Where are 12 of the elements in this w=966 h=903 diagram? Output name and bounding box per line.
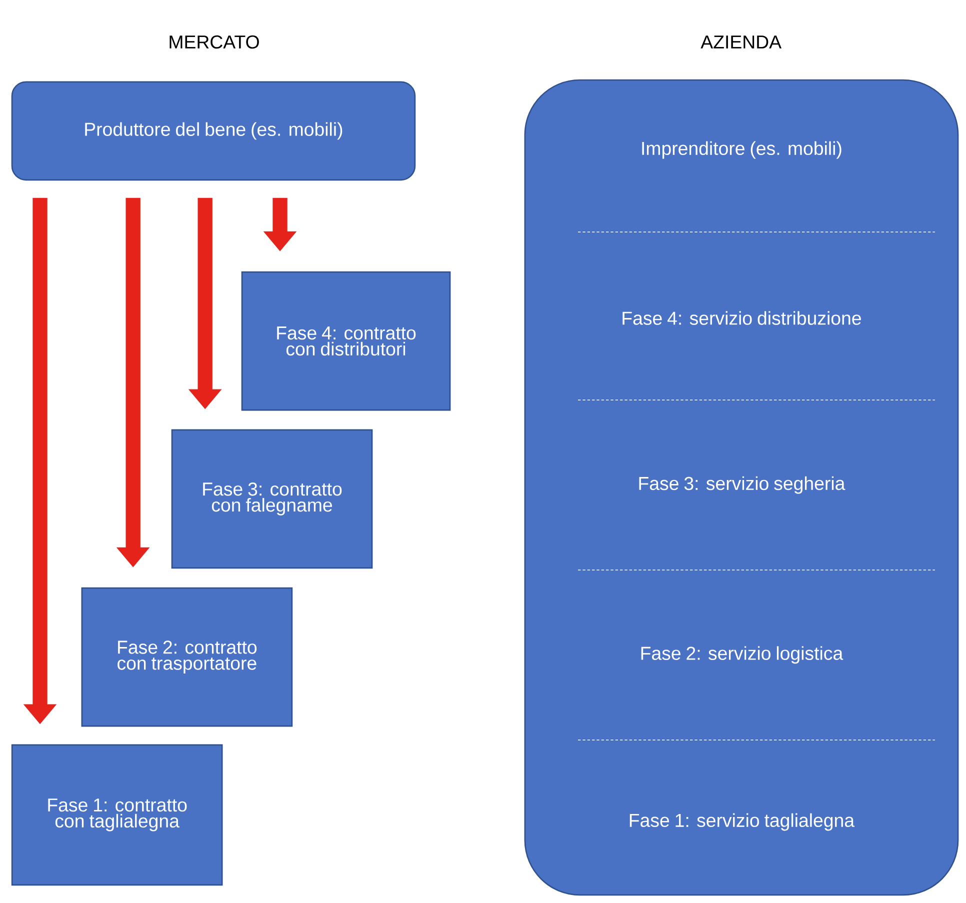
- process-box: Fase 3: contratto con falegname: [171, 429, 373, 569]
- column-heading: AZIENDA: [700, 36, 782, 48]
- panel-text: Fase 2: servizio logistica: [641, 646, 844, 664]
- process-box: Produttore del bene (es. mobili): [11, 81, 416, 181]
- panel-text: Imprenditore (es. mobili): [642, 141, 842, 159]
- process-box: Fase 2: contratto con trasportatore: [81, 587, 293, 727]
- panel-text: Fase 3: servizio segheria: [639, 476, 846, 494]
- panel-text: Fase 1: servizio taglialegna: [630, 813, 855, 831]
- panel-text: Fase 4: servizio distribuzione: [622, 311, 861, 325]
- process-box: Fase 1: contratto con taglialegna: [11, 744, 223, 886]
- column-heading: MERCATO: [170, 35, 259, 49]
- process-box: Fase 4: contratto con distributori: [241, 271, 451, 411]
